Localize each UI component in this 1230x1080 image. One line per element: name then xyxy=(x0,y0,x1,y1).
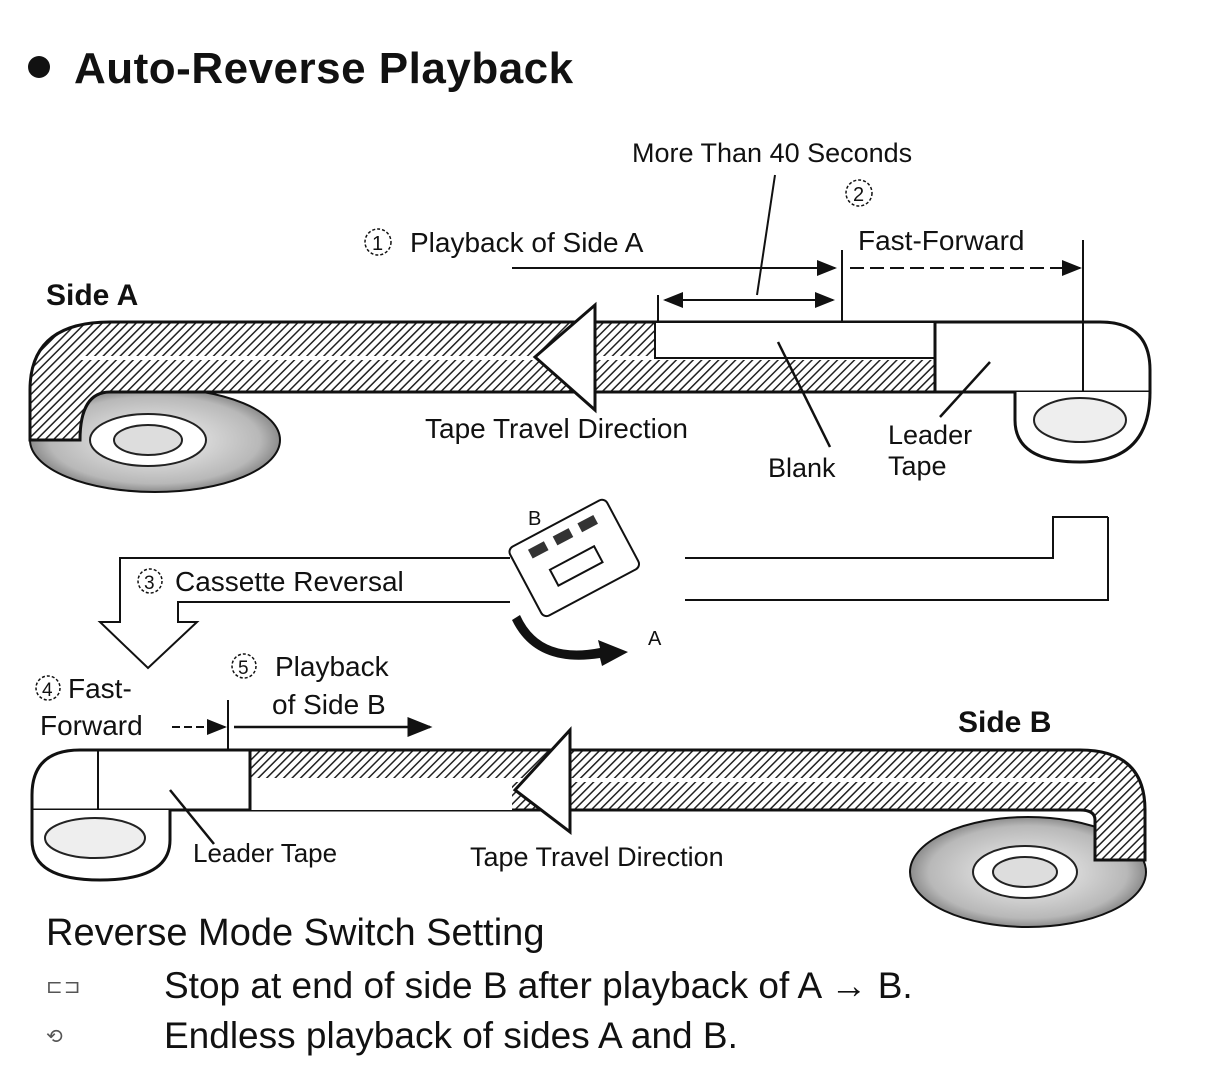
reversal-path-right xyxy=(685,516,1109,601)
side-b-label: Side B xyxy=(958,706,1051,739)
side-b-takeup-reel xyxy=(30,810,172,882)
step-4-label-2: Forward xyxy=(40,710,143,741)
side-a-leader-label-2: Tape xyxy=(888,451,947,481)
step-2-label: Fast-Forward xyxy=(858,225,1024,256)
duration-note: More Than 40 Seconds xyxy=(632,138,912,168)
legend-item-text: Endless playback of sides A and B. xyxy=(164,1015,738,1056)
step-3-badge xyxy=(137,568,163,594)
step-3-label: Cassette Reversal xyxy=(175,566,404,597)
side-b-lower-blank xyxy=(250,781,512,810)
svg-text:3: 3 xyxy=(144,573,155,594)
side-a-leader-label-1: Leader xyxy=(888,420,972,450)
bullet-icon xyxy=(28,56,50,79)
step-5-badge xyxy=(231,653,257,679)
svg-text:4: 4 xyxy=(42,680,53,701)
side-b-tape xyxy=(248,748,1147,862)
side-a-leader-tape xyxy=(933,320,1152,394)
legend-item: ⊏⊐ Stop at end of side B after playback … xyxy=(46,961,913,1011)
cassette-side-a-label: A xyxy=(648,628,662,650)
legend-heading: Reverse Mode Switch Setting xyxy=(46,912,545,954)
side-a-section: Side A 1 Playback of Side A More Than 40… xyxy=(28,138,1152,493)
svg-text:5: 5 xyxy=(238,658,249,679)
step-5-label-1: Playback xyxy=(275,651,390,682)
one-way-switch-icon: ⊏⊐ xyxy=(46,975,82,998)
reverse-mode-legend: Reverse Mode Switch Setting ⊏⊐ Stop at e… xyxy=(46,912,913,1061)
duration-leader-line xyxy=(756,174,776,296)
side-a-label: Side A xyxy=(46,279,138,312)
reversal-section: 3 Cassette Reversal B A xyxy=(97,498,1109,670)
svg-text:1: 1 xyxy=(372,233,383,255)
side-a-blank-section xyxy=(654,321,936,359)
side-a-direction-label: Tape Travel Direction xyxy=(425,413,688,444)
title-text: Auto-Reverse Playback xyxy=(74,44,574,93)
step-4-badge xyxy=(35,675,61,701)
cassette-side-b-label: B xyxy=(528,508,541,530)
blank-label: Blank xyxy=(768,453,836,483)
step-1-badge xyxy=(364,228,392,256)
loop-switch-icon: ⟲ xyxy=(46,1025,64,1048)
side-b-leader-tape xyxy=(30,748,252,812)
step-1-label: Playback of Side A xyxy=(410,227,644,258)
side-b-direction-label: Tape Travel Direction xyxy=(470,842,724,872)
side-b-section: Side B 4 Fast- Forward 5 Playback xyxy=(30,651,1147,928)
legend-item-text: Stop at end of side B after playback of … xyxy=(164,965,913,1006)
side-a-takeup-reel xyxy=(1013,391,1152,464)
side-a-direction-arrow-icon xyxy=(532,301,597,414)
side-b-leader-label: Leader Tape xyxy=(193,838,337,868)
rotate-arrow-icon xyxy=(512,615,628,666)
legend-item: ⟲ Endless playback of sides A and B. xyxy=(46,1011,913,1061)
cassette-icon xyxy=(508,498,641,618)
svg-text:2: 2 xyxy=(853,184,864,206)
reversal-down-arrow-icon xyxy=(97,557,510,670)
step-2-badge xyxy=(845,179,873,207)
page-title: Auto-Reverse Playback xyxy=(28,44,574,94)
step-4-label-1: Fast- xyxy=(68,673,132,704)
step-5-label-2: of Side B xyxy=(272,689,386,720)
side-b-direction-arrow-icon xyxy=(512,726,572,836)
side-b-supply-reel xyxy=(909,816,1147,928)
